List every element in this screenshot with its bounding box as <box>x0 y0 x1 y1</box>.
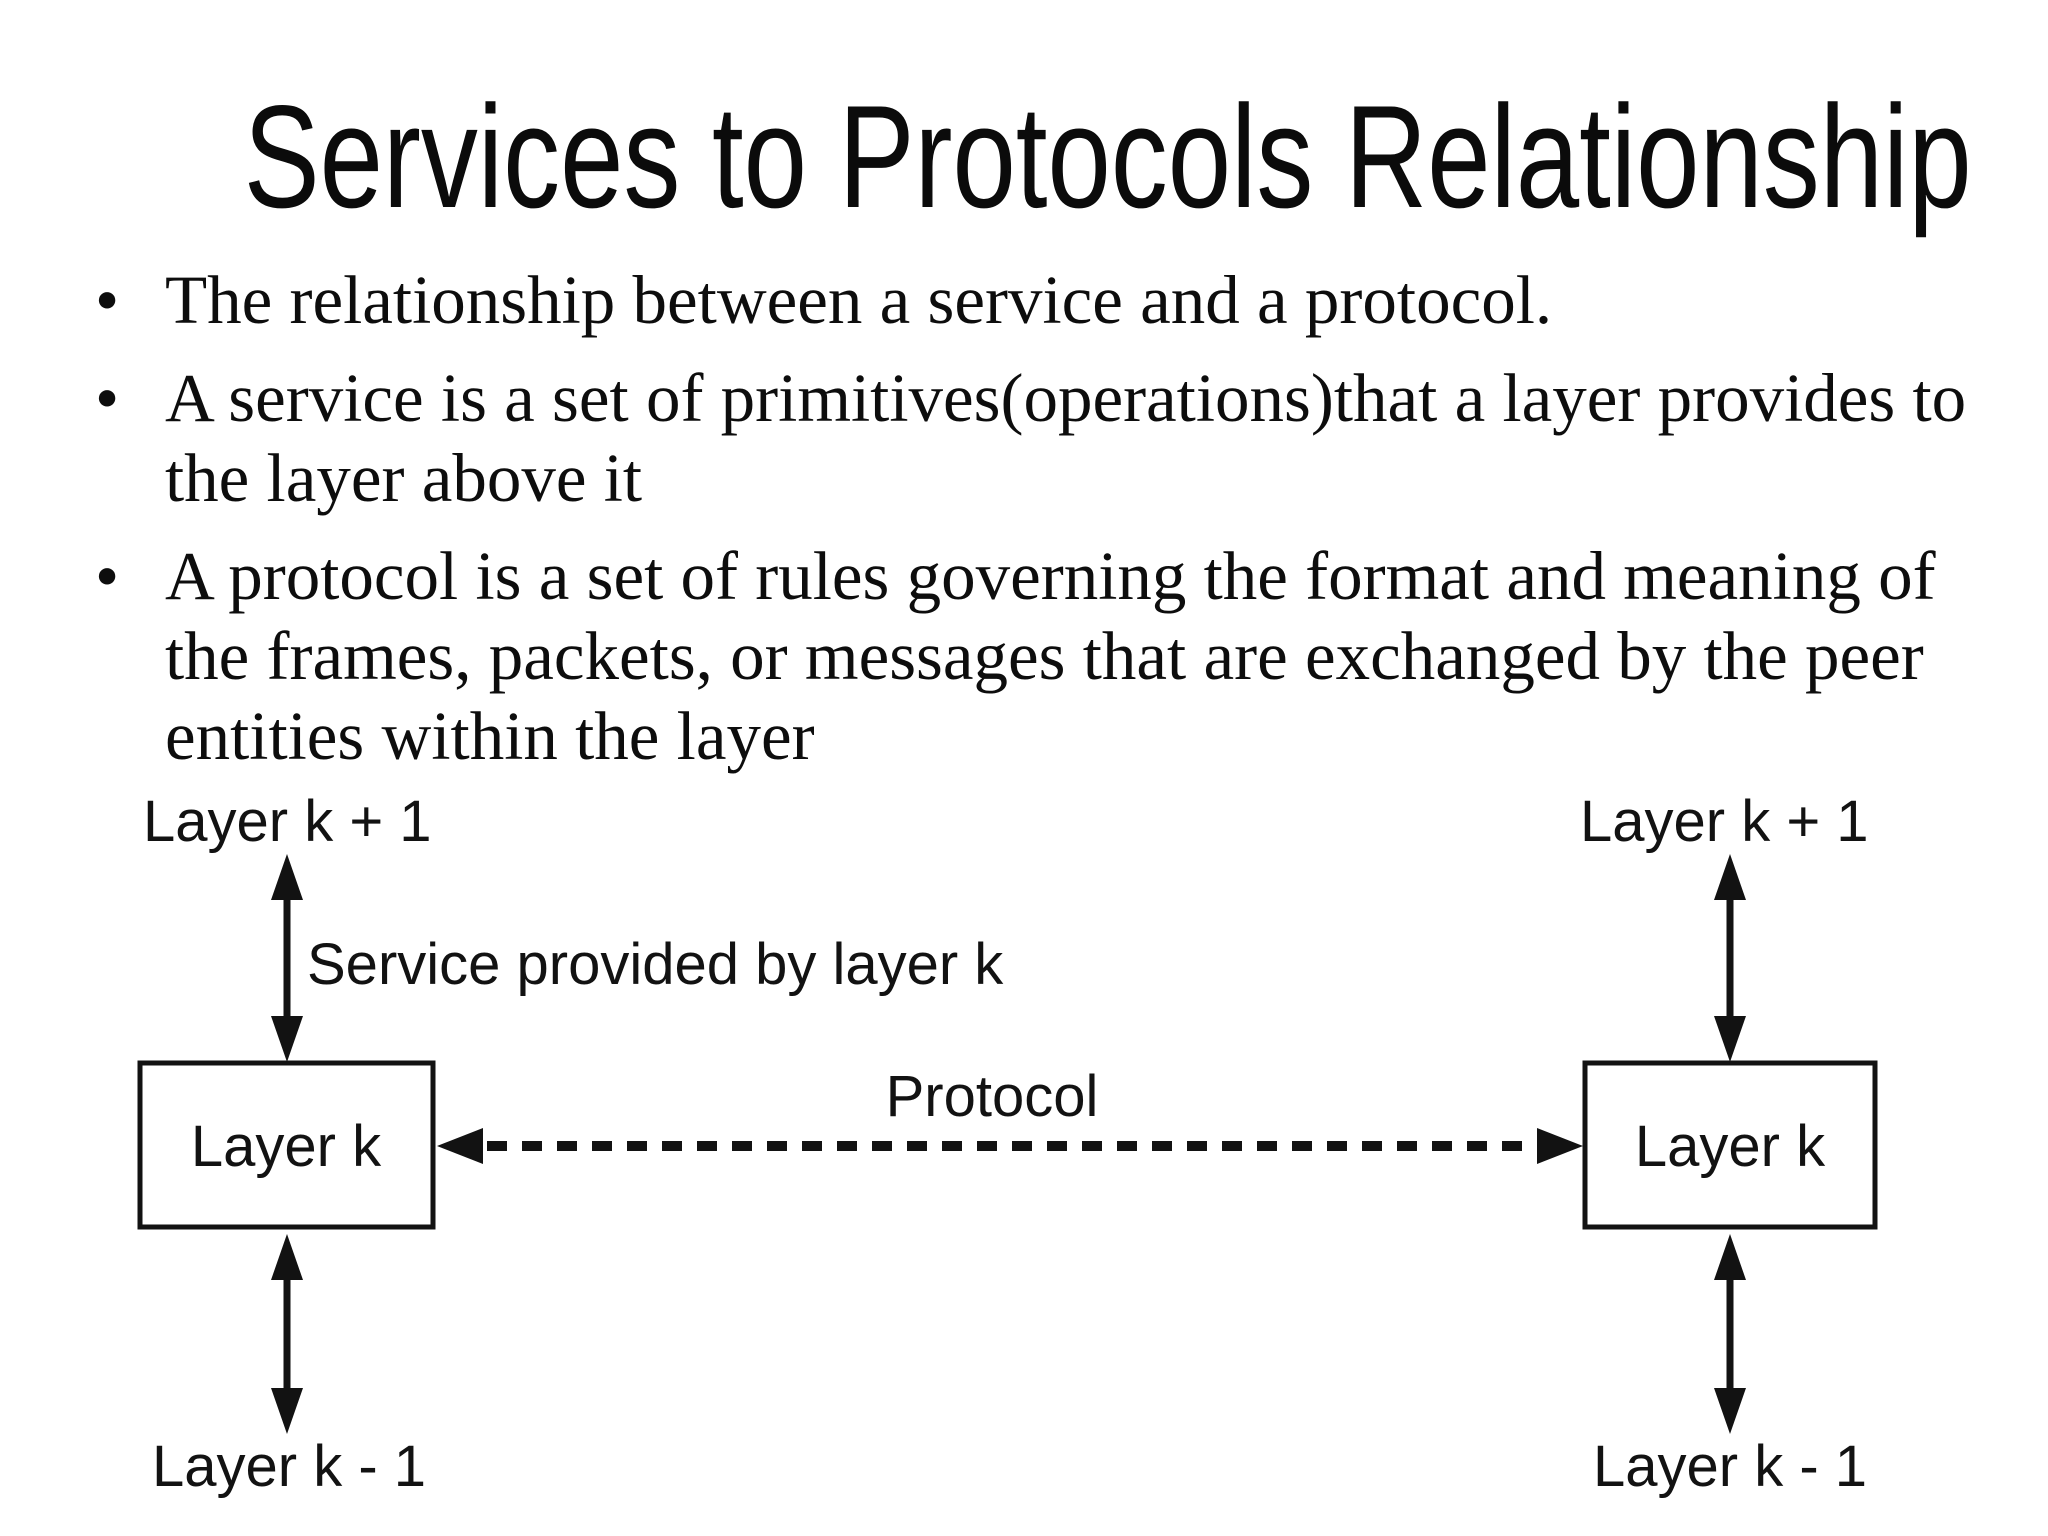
bullet-item: • The relationship between a service and… <box>75 260 2020 340</box>
layer-k-box-left <box>137 1060 436 1230</box>
bullet-marker: • <box>95 538 120 614</box>
arrowhead-down-icon <box>271 1016 303 1062</box>
layer-k-box-label-left: Layer k <box>191 1114 382 1179</box>
page-title-text: Services to Protocols Relationship <box>243 75 1972 238</box>
service-arrow-up-left <box>271 854 303 1062</box>
bullet-text: The relationship between a service and a… <box>165 262 1553 338</box>
layer-k-plus-1-label-left: Layer k + 1 <box>143 789 432 854</box>
layer-below-arrow-left <box>271 1234 303 1434</box>
service-arrow-up-right <box>1714 854 1746 1062</box>
arrowhead-up-icon <box>271 854 303 900</box>
bullet-text: A service is a set of primitives(operati… <box>165 360 1967 516</box>
bullet-item: • A protocol is a set of rules governing… <box>75 536 2020 776</box>
bullet-marker: • <box>95 360 120 436</box>
bullet-marker: • <box>95 262 120 338</box>
arrowhead-left-icon <box>437 1128 483 1164</box>
service-arrow-label: Service provided by layer k <box>307 932 1004 997</box>
layer-k-minus-1-label-left: Layer k - 1 <box>152 1434 426 1499</box>
bullet-text: A protocol is a set of rules governing t… <box>165 538 1936 774</box>
arrowhead-up-icon <box>271 1234 303 1280</box>
arrowhead-down-icon <box>1714 1388 1746 1434</box>
bullet-list: • The relationship between a service and… <box>75 260 2020 776</box>
arrowhead-down-icon <box>1714 1016 1746 1062</box>
page-title: Services to Protocols Relationship <box>0 84 2048 230</box>
layer-below-arrow-right <box>1714 1234 1746 1434</box>
arrowhead-right-icon <box>1537 1128 1583 1164</box>
arrowhead-down-icon <box>271 1388 303 1434</box>
bullet-item: • A service is a set of primitives(opera… <box>75 358 2020 518</box>
layer-k-box-right <box>1582 1060 1878 1230</box>
layer-k-plus-1-label-right: Layer k + 1 <box>1580 789 1869 854</box>
protocol-arrow-label: Protocol <box>886 1064 1099 1129</box>
arrowhead-up-icon <box>1714 1234 1746 1280</box>
protocol-arrow <box>437 1128 1583 1164</box>
arrowhead-up-icon <box>1714 854 1746 900</box>
layer-k-minus-1-label-right: Layer k - 1 <box>1593 1434 1867 1499</box>
layer-k-box-label-right: Layer k <box>1635 1114 1826 1179</box>
